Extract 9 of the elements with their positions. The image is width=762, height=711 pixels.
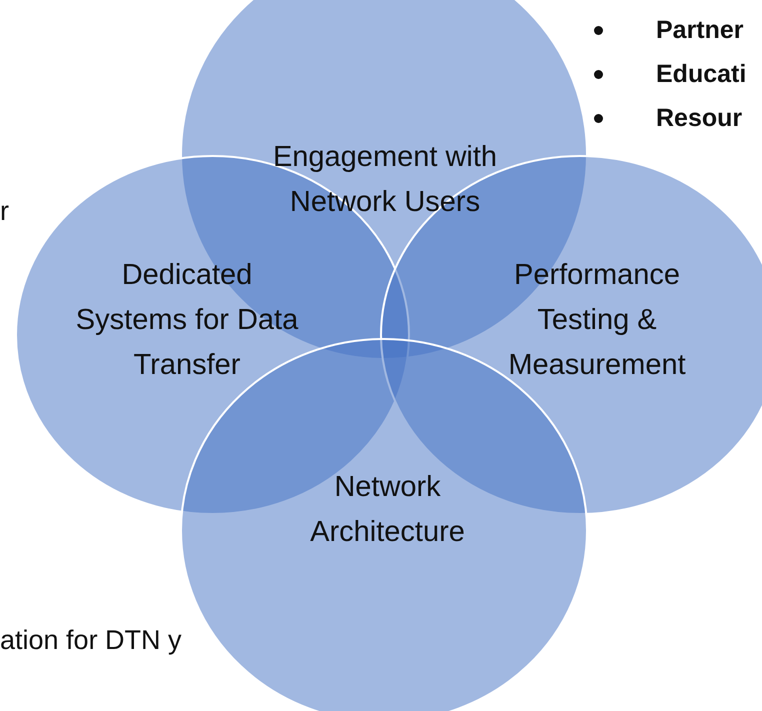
circle-label: Engagement with Network Users [272,140,498,220]
bullet-item: Partner [656,15,744,45]
circle-label: Network Architecture [309,470,466,550]
circle-label: Performance Testing & Measurement [507,258,687,383]
bullet-item: Resour [656,103,742,133]
circle-label: Dedicated Systems for Data Transfer [74,258,300,383]
cut-off-text: r [0,195,9,228]
bullet-item: Educati [656,59,746,89]
cut-off-text: ation for DTN y [0,624,183,657]
